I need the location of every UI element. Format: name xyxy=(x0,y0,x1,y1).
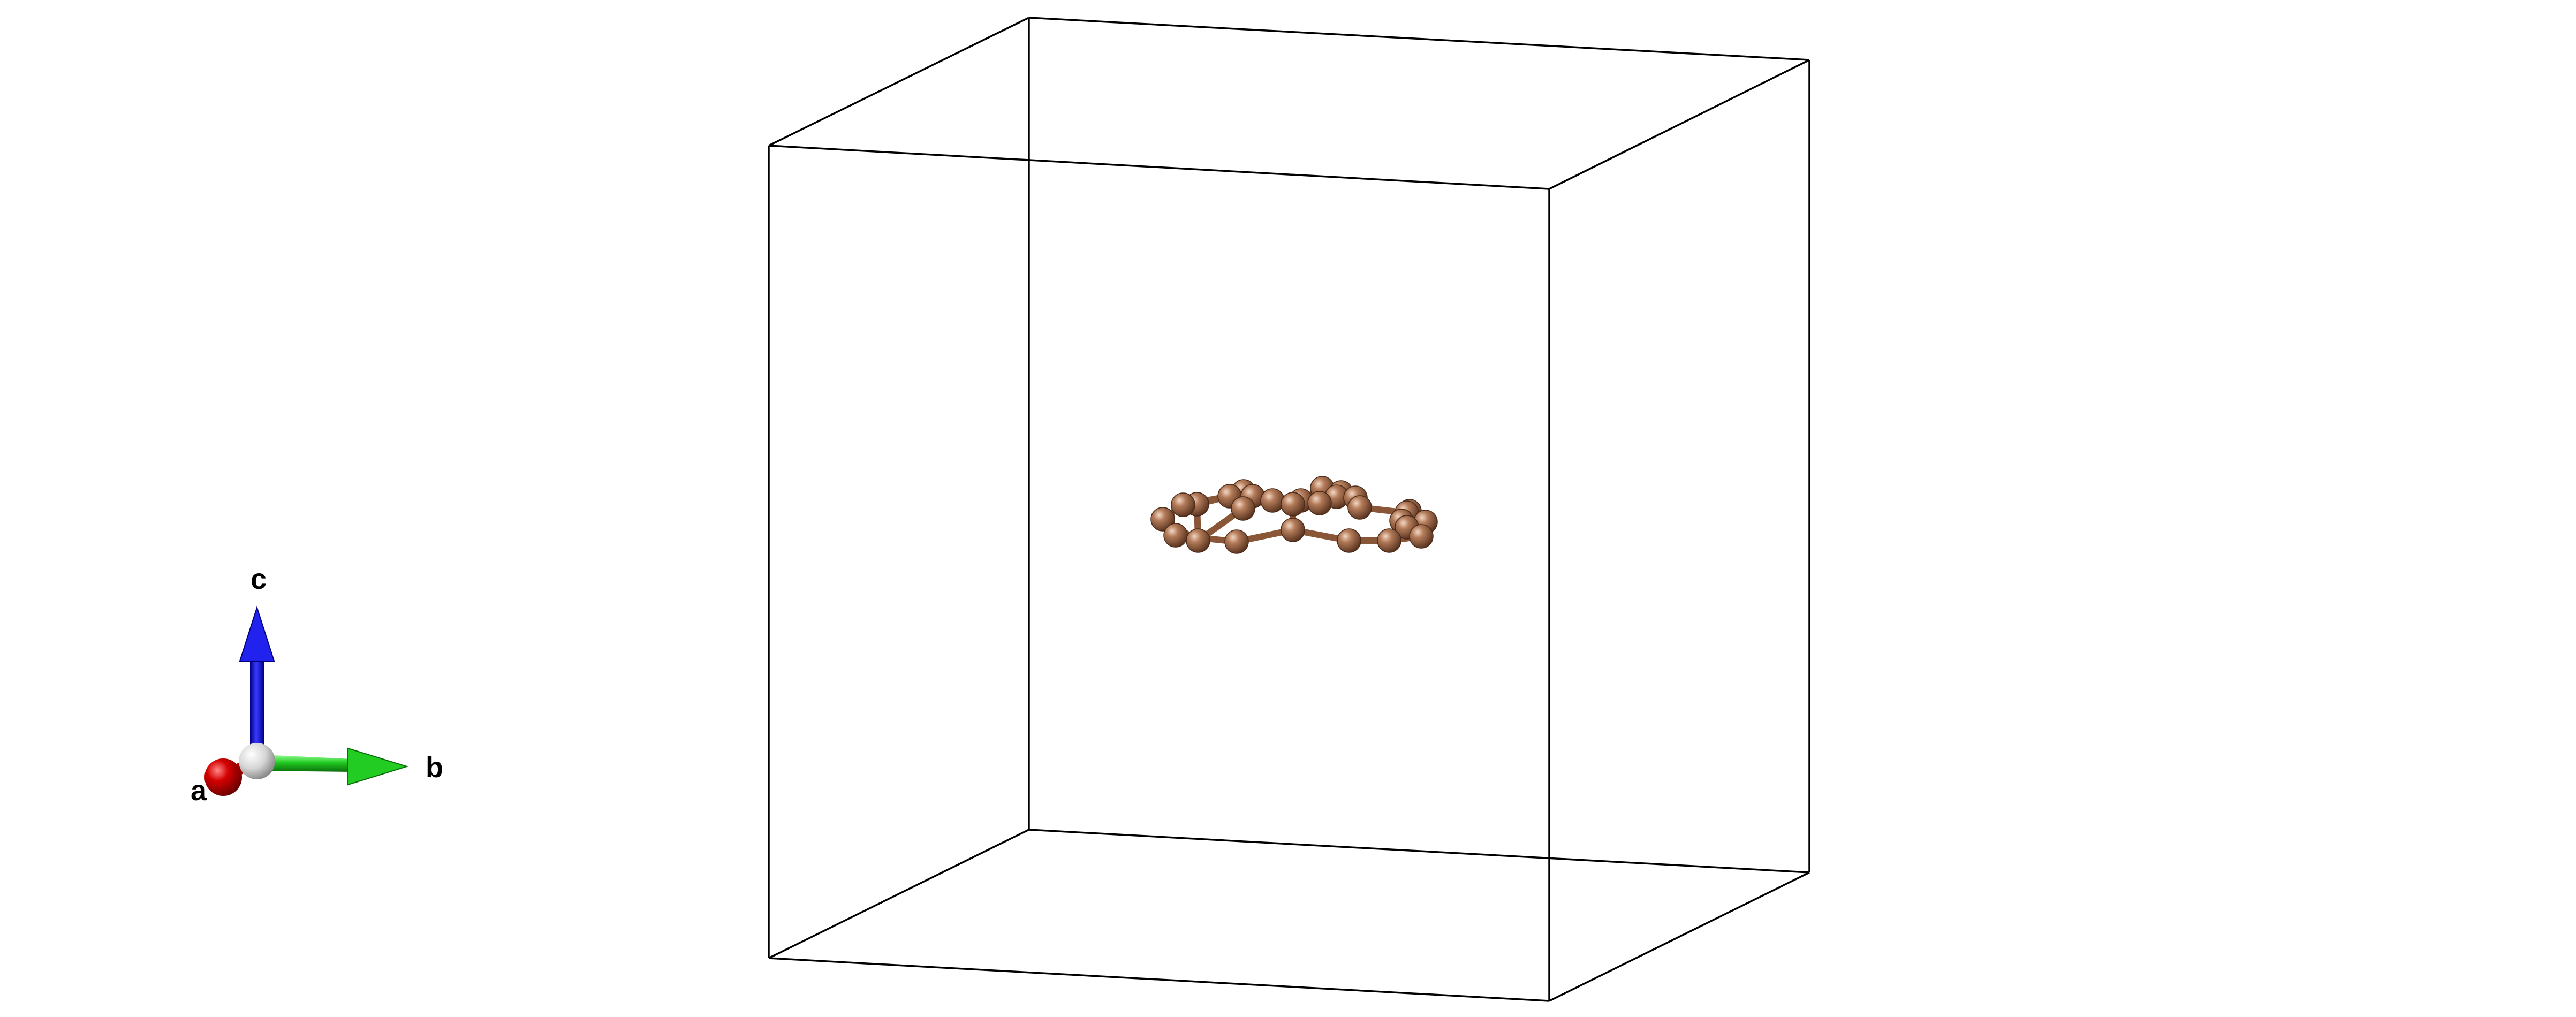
carbon-atom[interactable] xyxy=(1260,488,1285,513)
c-axis-shaft xyxy=(250,658,264,755)
b-axis-label: b xyxy=(426,752,443,784)
carbon-atom[interactable] xyxy=(1281,492,1305,517)
cell-edge xyxy=(768,145,1550,190)
c-axis-label: c xyxy=(251,563,267,595)
cell-edge xyxy=(1028,829,1810,874)
carbon-atom[interactable] xyxy=(1150,507,1175,532)
unit-cell-box xyxy=(768,17,1810,1002)
a-axis-endcap xyxy=(204,758,242,796)
cell-edge xyxy=(768,957,1550,1002)
cell-edge xyxy=(768,17,1029,147)
cell-edge xyxy=(1549,871,1810,1002)
carbon-atom[interactable] xyxy=(1307,491,1332,515)
carbon-atom[interactable] xyxy=(1337,528,1361,553)
origin-sphere xyxy=(239,743,275,779)
carbon-atom[interactable] xyxy=(1231,496,1255,521)
b-axis-shaft xyxy=(262,755,353,772)
carbon-atom[interactable] xyxy=(1224,529,1249,554)
cell-edge xyxy=(768,829,1029,959)
c-axis-arrowhead xyxy=(239,605,275,662)
carbon-atom[interactable] xyxy=(1281,518,1305,542)
b-axis-arrowhead xyxy=(347,747,409,786)
axis-triad: c b a xyxy=(191,563,443,807)
carbon-atom[interactable] xyxy=(1186,528,1210,553)
carbon-atom[interactable] xyxy=(1171,492,1195,517)
carbon-atom[interactable] xyxy=(1347,495,1372,520)
molecule[interactable] xyxy=(1150,476,1438,554)
carbon-atom[interactable] xyxy=(1409,524,1434,549)
carbon-atom[interactable] xyxy=(1163,523,1188,548)
atoms xyxy=(1150,476,1438,554)
cell-edge xyxy=(1549,59,1810,190)
cell-edge xyxy=(1028,17,1810,61)
carbon-atom[interactable] xyxy=(1377,528,1401,553)
a-axis-label: a xyxy=(191,775,207,807)
